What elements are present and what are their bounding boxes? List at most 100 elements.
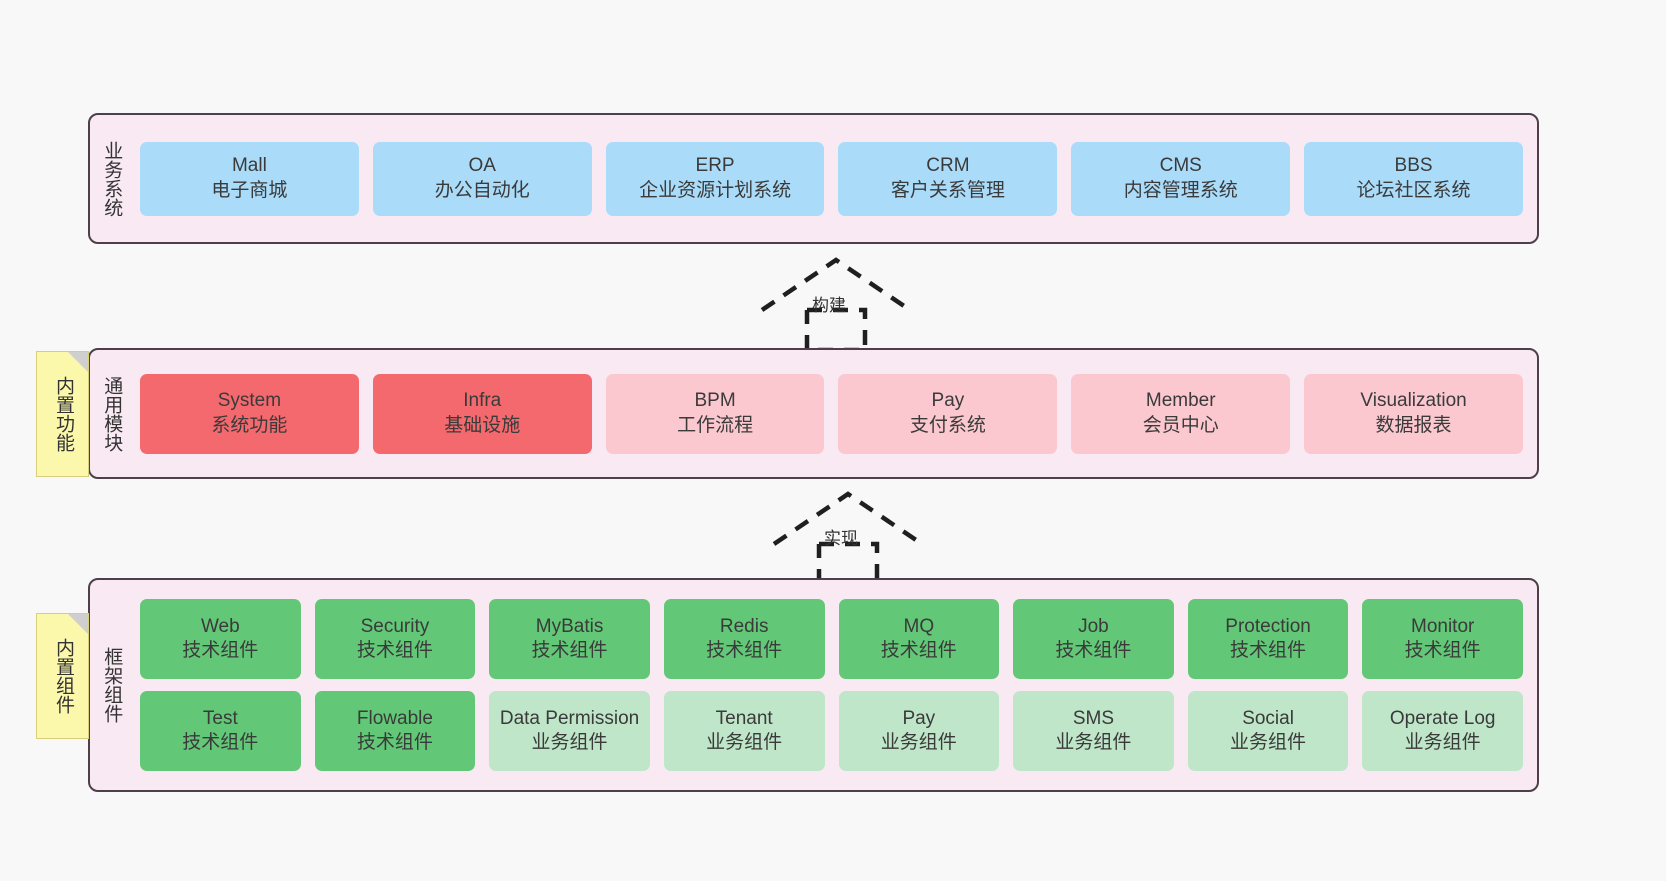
module-subtitle: 会员中心	[1142, 414, 1219, 436]
component-subtitle: 业务组件	[1404, 732, 1481, 753]
component-mybatis[interactable]: MyBatis 技术组件	[489, 599, 650, 679]
layer-body-framework: Web 技术组件 Security 技术组件 MyBatis 技术组件 Redi…	[132, 580, 1537, 790]
module-title: System	[217, 390, 282, 412]
module-subtitle: 企业资源计划系统	[639, 179, 792, 201]
component-title: SMS	[1072, 707, 1115, 729]
component-title: Redis	[719, 615, 769, 637]
component-title: MyBatis	[535, 615, 604, 637]
module-title: CRM	[926, 155, 970, 177]
component-security[interactable]: Security 技术组件	[314, 599, 476, 679]
component-protection[interactable]: Protection 技术组件	[1187, 599, 1349, 679]
component-title: Monitor	[1411, 615, 1475, 637]
module-subtitle: 内容管理系统	[1123, 179, 1238, 201]
dashed-hollow-arrow-icon	[772, 491, 924, 587]
module-title: Visualization	[1360, 390, 1467, 412]
component-monitor[interactable]: Monitor 技术组件	[1362, 599, 1523, 679]
dashed-hollow-arrow-icon	[760, 257, 912, 353]
module-title: Member	[1145, 390, 1216, 412]
note-label: 内置功能	[52, 376, 74, 452]
arrow-implement	[764, 486, 954, 591]
module-title: Infra	[463, 390, 502, 412]
module-bbs[interactable]: BBS 论坛社区系统	[1304, 141, 1523, 216]
arrow-build-label: 构建	[812, 296, 846, 315]
component-operate-log[interactable]: Operate Log 业务组件	[1362, 691, 1523, 771]
component-data-permission[interactable]: Data Permission 业务组件	[489, 691, 650, 771]
component-redis[interactable]: Redis 技术组件	[663, 599, 825, 679]
component-title: Tenant	[715, 707, 773, 729]
component-title: MQ	[903, 615, 935, 637]
component-subtitle: 技术组件	[182, 732, 259, 753]
layer-body-common: System 系统功能 Infra 基础设施 BPM 工作流程 Pay 支付系统…	[132, 350, 1537, 477]
layer-row: System 系统功能 Infra 基础设施 BPM 工作流程 Pay 支付系统…	[140, 373, 1523, 454]
layer-title-framework: 框架组件	[101, 647, 123, 723]
component-mq[interactable]: MQ 技术组件	[838, 599, 1000, 679]
module-infra[interactable]: Infra 基础设施	[372, 373, 592, 454]
note-builtin-components[interactable]: 内置组件	[36, 613, 89, 739]
module-subtitle: 论坛社区系统	[1356, 179, 1471, 201]
component-pay[interactable]: Pay 业务组件	[838, 691, 1000, 771]
component-title: Test	[202, 707, 238, 729]
note-builtin-functions[interactable]: 内置功能	[36, 351, 89, 477]
module-erp[interactable]: ERP 企业资源计划系统	[605, 141, 825, 216]
component-title: Operate Log	[1389, 707, 1496, 729]
component-web[interactable]: Web 技术组件	[140, 599, 301, 679]
component-title: Security	[360, 615, 430, 637]
module-title: Mall	[231, 155, 267, 177]
module-member[interactable]: Member 会员中心	[1071, 373, 1291, 454]
component-title: Pay	[902, 707, 936, 729]
component-title: Data Permission	[499, 707, 640, 729]
note-label: 内置组件	[52, 638, 74, 714]
page-fold-icon	[68, 614, 88, 634]
module-visualization[interactable]: Visualization 数据报表	[1304, 373, 1523, 454]
module-crm[interactable]: CRM 客户关系管理	[838, 141, 1058, 216]
component-subtitle: 业务组件	[1230, 732, 1307, 753]
component-title: Protection	[1225, 615, 1311, 637]
layer-body-business: Mall 电子商城 OA 办公自动化 ERP 企业资源计划系统 CRM 客户关系…	[132, 115, 1537, 242]
component-test[interactable]: Test 技术组件	[140, 691, 301, 771]
component-title: Social	[1242, 707, 1294, 729]
component-title: Job	[1078, 615, 1109, 637]
layer-business-system[interactable]: 业务系统 Mall 电子商城 OA 办公自动化 ERP 企业资源计划系统 CRM…	[88, 113, 1539, 244]
component-title: Flowable	[356, 707, 433, 729]
arrow-implement-label: 实现	[824, 529, 858, 548]
module-subtitle: 数据报表	[1375, 414, 1452, 436]
module-title: Pay	[931, 390, 965, 412]
module-title: OA	[468, 155, 496, 177]
module-subtitle: 电子商城	[211, 179, 288, 201]
module-subtitle: 工作流程	[677, 414, 754, 436]
component-subtitle: 技术组件	[1404, 640, 1481, 661]
module-title: ERP	[695, 155, 735, 177]
component-subtitle: 业务组件	[531, 732, 608, 753]
component-subtitle: 技术组件	[182, 640, 259, 661]
layer-row: Web 技术组件 Security 技术组件 MyBatis 技术组件 Redi…	[140, 599, 1523, 679]
module-cms[interactable]: CMS 内容管理系统	[1071, 141, 1291, 216]
layer-title-business: 业务系统	[101, 140, 123, 217]
module-oa[interactable]: OA 办公自动化	[372, 141, 592, 216]
component-tenant[interactable]: Tenant 业务组件	[663, 691, 825, 771]
component-subtitle: 技术组件	[356, 732, 433, 753]
module-mall[interactable]: Mall 电子商城	[140, 141, 359, 216]
module-pay[interactable]: Pay 支付系统	[838, 373, 1058, 454]
component-subtitle: 业务组件	[1055, 732, 1132, 753]
component-subtitle: 技术组件	[1055, 640, 1132, 661]
layer-common-module[interactable]: 通用模块 System 系统功能 Infra 基础设施 BPM 工作流程 Pay…	[88, 348, 1539, 479]
module-system[interactable]: System 系统功能	[140, 373, 359, 454]
component-job[interactable]: Job 技术组件	[1013, 599, 1174, 679]
component-sms[interactable]: SMS 业务组件	[1013, 691, 1174, 771]
component-flowable[interactable]: Flowable 技术组件	[314, 691, 476, 771]
module-title: BBS	[1394, 155, 1433, 177]
component-subtitle: 业务组件	[706, 732, 783, 753]
module-subtitle: 系统功能	[211, 414, 288, 436]
page-fold-icon	[68, 352, 88, 372]
component-subtitle: 技术组件	[880, 640, 957, 661]
component-social[interactable]: Social 业务组件	[1187, 691, 1349, 771]
component-subtitle: 业务组件	[880, 732, 957, 753]
module-subtitle: 基础设施	[444, 414, 521, 436]
component-subtitle: 技术组件	[356, 640, 433, 661]
module-subtitle: 支付系统	[909, 414, 986, 436]
layer-row: Test 技术组件 Flowable 技术组件 Data Permission …	[140, 691, 1523, 771]
layer-framework-component[interactable]: 框架组件 Web 技术组件 Security 技术组件 MyBatis 技术组件…	[88, 578, 1539, 792]
component-subtitle: 技术组件	[1230, 640, 1307, 661]
module-bpm[interactable]: BPM 工作流程	[605, 373, 825, 454]
